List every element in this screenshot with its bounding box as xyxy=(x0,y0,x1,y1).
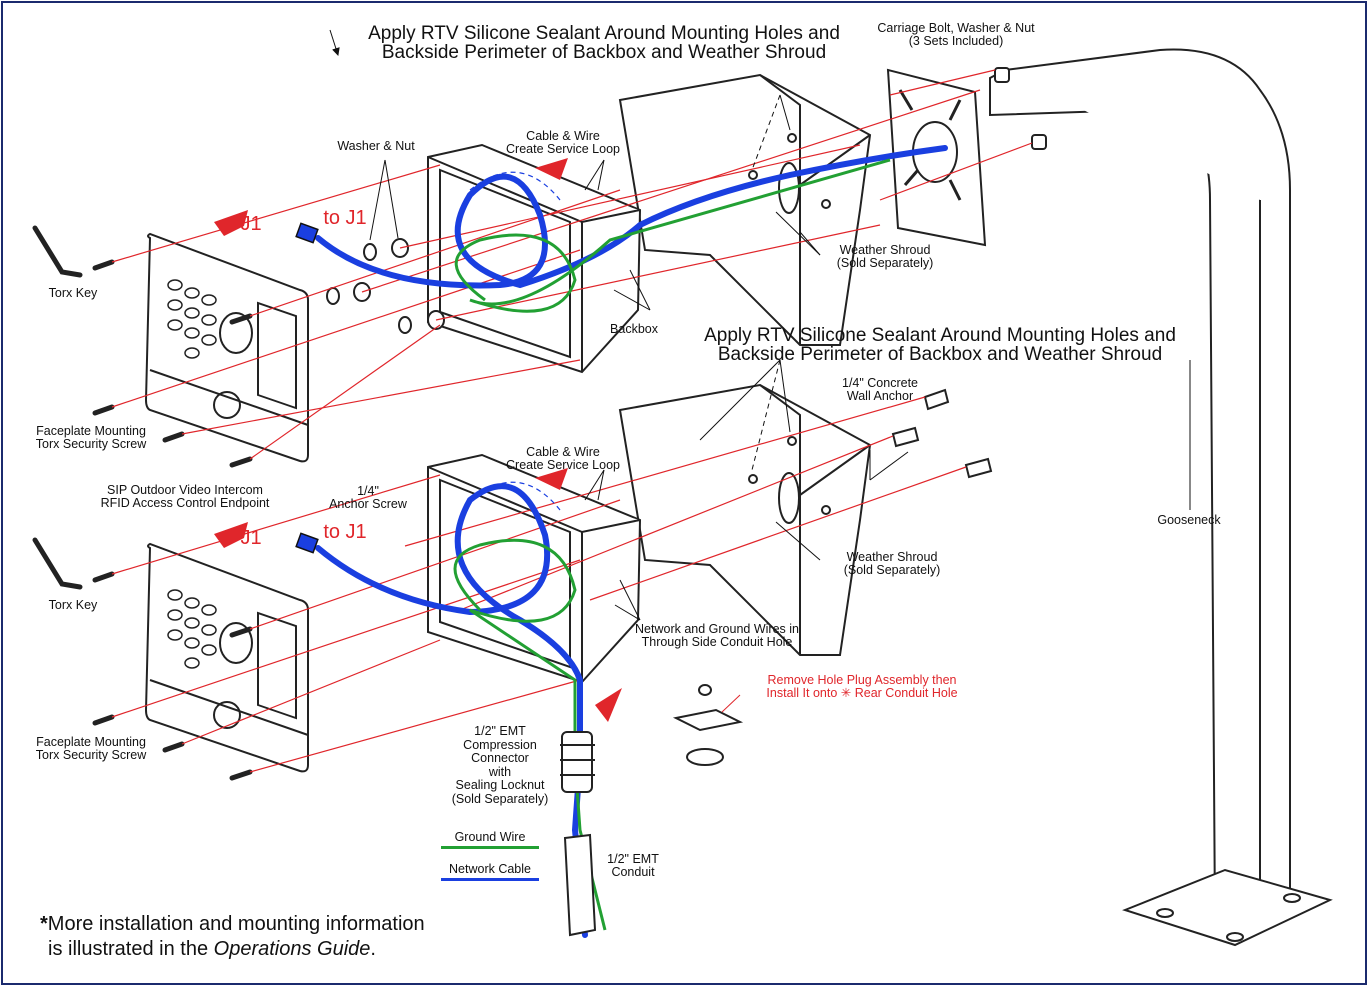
j1-bottom-label: J1 xyxy=(240,527,262,549)
rtv-mid-line-1: Apply RTV Silicone Sealant Around Mounti… xyxy=(704,325,1176,346)
concrete-anchor-line-2: Wall Anchor xyxy=(846,389,914,403)
faceplate-bottom-line-1: Faceplate Mounting xyxy=(36,735,146,749)
red-arrows xyxy=(214,158,622,722)
ground-wire-swatch xyxy=(441,846,539,849)
cable-wire-bottom-label: Cable & Wire Create Service Loop xyxy=(506,446,620,472)
gooseneck-label: Gooseneck xyxy=(1157,513,1221,527)
torx-key-top-label: Torx Key xyxy=(48,286,98,300)
compression-line-4: with xyxy=(488,764,512,779)
carriage-bolt-line-2: (3 Sets Included) xyxy=(908,34,1004,48)
screws xyxy=(92,259,253,781)
dashed-loops xyxy=(469,171,561,511)
compression-line-1: 1/2" EMT xyxy=(474,724,526,738)
wall-anchors xyxy=(891,388,993,479)
torx-keys xyxy=(32,225,83,590)
weather-shroud-bottom-line-1: Weather Shroud xyxy=(846,550,938,564)
compression-line-3: Connector xyxy=(471,751,529,765)
network-cable-swatch xyxy=(441,878,539,881)
product-line-1: SIP Outdoor Video Intercom xyxy=(107,483,263,497)
network-ground-line-1: Network and Ground Wires in xyxy=(635,622,799,636)
weather-shroud-top-line-1: Weather Shroud xyxy=(839,243,931,257)
rtv-instruction-top: Apply RTV Silicone Sealant Around Mounti… xyxy=(368,24,840,62)
weather-shroud-top-line-2: (Sold Separately) xyxy=(836,256,934,270)
torx-key-bottom-label: Torx Key xyxy=(48,598,98,612)
j1-top-label: J1 xyxy=(240,213,262,235)
cable-wire-bottom-line-2: Create Service Loop xyxy=(506,458,620,472)
compression-line-6: (Sold Separately) xyxy=(451,791,549,806)
carriage-bolt-label: Carriage Bolt, Washer & Nut (3 Sets Incl… xyxy=(877,22,1034,48)
faceplate-bottom-line-2: Torx Security Screw xyxy=(35,748,147,762)
remove-plug-label: Remove Hole Plug Assembly then Install I… xyxy=(766,674,957,700)
to-j1-top-label: to J1 xyxy=(323,207,367,229)
anchor-screw-line-1: 1/4" xyxy=(357,484,379,498)
washer-nut-label: Washer & Nut xyxy=(337,139,415,153)
mounting-plate xyxy=(886,68,987,247)
installation-note: *More installation and mounting informat… xyxy=(40,912,425,962)
emt-conduit-line-2: Conduit xyxy=(611,865,655,879)
cable-wire-top-line-1: Cable & Wire xyxy=(526,129,600,143)
network-ground-line-2: Through Side Conduit Hole xyxy=(641,635,793,649)
weather-shroud-top xyxy=(618,73,872,346)
note-line-1-text: More installation and mounting informati… xyxy=(47,913,425,935)
rtv-top-line-2: Backside Perimeter of Backbox and Weathe… xyxy=(381,42,827,63)
emt-conduit-label: 1/2" EMT Conduit xyxy=(607,853,659,879)
anchor-screw-label: 1/4" Anchor Screw xyxy=(329,485,407,511)
washers-nuts xyxy=(326,238,744,766)
faceplate-bottom-label: Faceplate Mounting Torx Security Screw xyxy=(36,736,146,762)
operations-guide-ref: Operations Guide xyxy=(213,938,371,960)
product-line-2: RFID Access Control Endpoint xyxy=(100,496,270,510)
note-line-2-pre: is illustrated in the xyxy=(48,938,214,960)
note-line-2: is illustrated in the Operations Guide. xyxy=(40,937,425,962)
weather-shroud-bottom-line-2: (Sold Separately) xyxy=(843,563,941,577)
carriage-bolt-line-1: Carriage Bolt, Washer & Nut xyxy=(877,21,1035,35)
gooseneck-pole xyxy=(989,48,1333,947)
note-asterisk: * xyxy=(40,913,48,935)
cable-wire-top-label: Cable & Wire Create Service Loop xyxy=(506,130,620,156)
rtv-instruction-mid: Apply RTV Silicone Sealant Around Mounti… xyxy=(704,326,1176,364)
backbox-bottom xyxy=(427,453,642,684)
network-cables xyxy=(315,145,948,938)
weather-shroud-top-label: Weather Shroud (Sold Separately) xyxy=(837,244,934,270)
rj45-plugs xyxy=(295,222,319,554)
keypads xyxy=(167,279,217,669)
compression-line-2: Compression xyxy=(463,737,537,752)
emt-conduit-line-1: 1/2" EMT xyxy=(607,852,659,866)
concrete-anchor-line-1: 1/4" Concrete xyxy=(841,376,919,390)
note-line-2-post: . xyxy=(370,938,376,960)
rtv-top-line-1: Apply RTV Silicone Sealant Around Mounti… xyxy=(368,23,840,44)
remove-plug-line-2: Install It onto ✳ Rear Conduit Hole xyxy=(766,686,958,700)
to-j1-bottom-label: to J1 xyxy=(323,521,367,543)
ground-wires xyxy=(453,158,891,931)
faceplate-top-label: Faceplate Mounting Torx Security Screw xyxy=(36,425,146,451)
product-label: SIP Outdoor Video Intercom RFID Access C… xyxy=(101,484,270,510)
backbox-top xyxy=(427,143,642,374)
cable-wire-bottom-line-1: Cable & Wire xyxy=(526,445,600,459)
backbox-label: Backbox xyxy=(610,322,658,336)
compression-connector-label: 1/2" EMT Compression Connector with Seal… xyxy=(451,724,549,806)
faceplate-bottom xyxy=(144,542,309,773)
weather-shroud-bottom-label: Weather Shroud (Sold Separately) xyxy=(844,551,941,577)
faceplate-top-line-2: Torx Security Screw xyxy=(35,437,147,451)
rtv-mid-line-2: Backside Perimeter of Backbox and Weathe… xyxy=(717,344,1163,365)
network-cable-label: Network Cable xyxy=(449,862,531,876)
carriage-bolts xyxy=(994,67,1047,150)
cable-wire-top-line-2: Create Service Loop xyxy=(506,142,620,156)
conduit-connector xyxy=(560,731,597,937)
leader-lines xyxy=(329,29,1191,713)
remove-plug-line-1: Remove Hole Plug Assembly then xyxy=(767,673,957,687)
note-line-1: *More installation and mounting informat… xyxy=(40,912,425,937)
faceplate-top-line-1: Faceplate Mounting xyxy=(36,424,146,438)
network-ground-label: Network and Ground Wires in Through Side… xyxy=(635,623,799,649)
anchor-screw-line-2: Anchor Screw xyxy=(329,497,407,511)
concrete-anchor-label: 1/4" Concrete Wall Anchor xyxy=(842,377,918,403)
compression-line-5: Sealing Locknut xyxy=(455,778,545,792)
faceplate-top xyxy=(144,232,309,463)
weather-shroud-bottom xyxy=(618,383,872,656)
ground-wire-label: Ground Wire xyxy=(454,830,526,844)
alignment-lines xyxy=(111,69,1033,773)
